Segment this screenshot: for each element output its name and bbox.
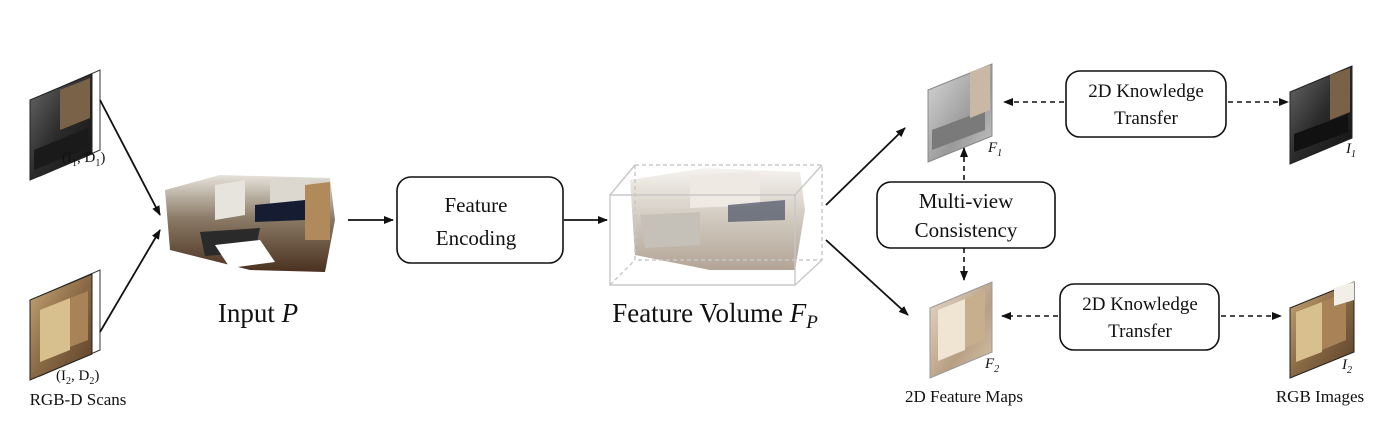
rgb-image-2 bbox=[1289, 281, 1355, 379]
rgbd-scans-caption: RGB-D Scans bbox=[30, 390, 127, 409]
multiview-consistency-box bbox=[876, 181, 1056, 249]
knowledge-transfer-bottom-box bbox=[1059, 283, 1220, 351]
transfer-bottom-line1: 2D Knowledge bbox=[1082, 294, 1198, 315]
feature-volume bbox=[609, 164, 823, 286]
rgbd-scan-2 bbox=[29, 269, 101, 381]
arrow-volume-to-f1 bbox=[825, 127, 906, 206]
f1-label: F1 bbox=[987, 140, 1002, 159]
arrow-scan2-to-input bbox=[99, 229, 161, 333]
multiview-line2: Consistency bbox=[915, 218, 1018, 242]
knowledge-transfer-top-box bbox=[1065, 70, 1227, 138]
feature-volume-caption: Feature Volume FP bbox=[612, 298, 818, 333]
input-point-cloud bbox=[165, 175, 335, 272]
feature-map-1 bbox=[927, 63, 993, 163]
feature-encoding-line1: Feature bbox=[445, 193, 508, 217]
i1-label: I1 bbox=[1345, 141, 1356, 160]
i2-label: I2 bbox=[1341, 357, 1352, 376]
transfer-bottom-line2: Transfer bbox=[1108, 321, 1172, 342]
feature-map-2 bbox=[929, 281, 993, 379]
rgb-images-caption: RGB Images bbox=[1276, 387, 1364, 406]
rgbd-scan-1 bbox=[29, 69, 101, 181]
f2-label: F2 bbox=[984, 356, 999, 375]
transfer-top-line1: 2D Knowledge bbox=[1088, 81, 1204, 102]
arrow-scan1-to-input bbox=[99, 99, 161, 216]
rgb-image-1 bbox=[1289, 65, 1353, 165]
transfer-top-line2: Transfer bbox=[1114, 108, 1178, 129]
feature-encoding-line2: Encoding bbox=[436, 226, 517, 250]
multiview-line1: Multi-view bbox=[919, 189, 1014, 213]
scan-1-label: (I1, D1) bbox=[62, 150, 105, 169]
feature-encoding-box bbox=[396, 176, 564, 264]
feature-maps-caption: 2D Feature Maps bbox=[905, 387, 1023, 406]
input-caption: Input P bbox=[218, 298, 298, 328]
arrow-volume-to-f2 bbox=[825, 239, 909, 316]
scan-2-label: (I2, D2) bbox=[56, 368, 99, 387]
